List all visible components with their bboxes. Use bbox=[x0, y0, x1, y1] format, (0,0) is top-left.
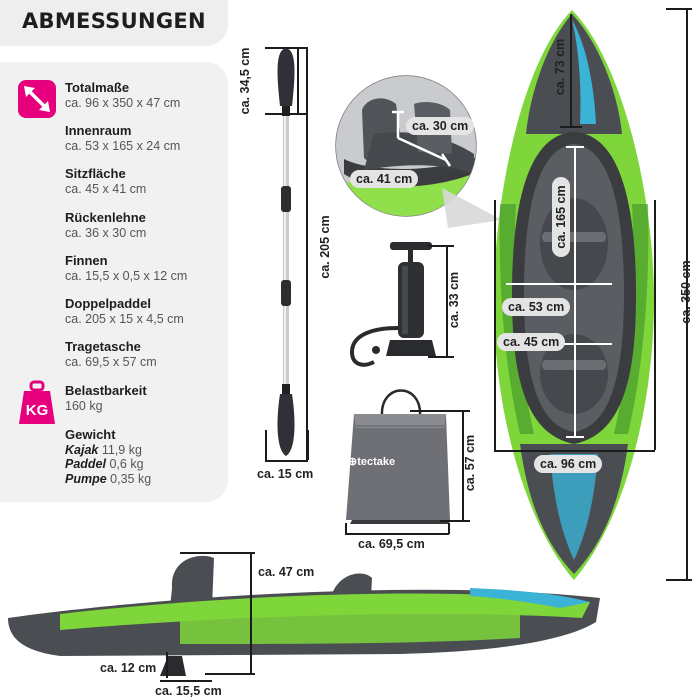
dim-line bbox=[265, 47, 307, 49]
spec-value: ca. 45 x 41 cm bbox=[65, 181, 147, 196]
spec-label: Tragetasche bbox=[65, 339, 141, 354]
dim-line bbox=[494, 200, 496, 450]
kayak-side-view bbox=[8, 555, 600, 676]
fin-height-label: ca. 12 cm bbox=[100, 661, 157, 675]
dim-line-white bbox=[566, 436, 584, 438]
spec-label: Totalmaße bbox=[65, 80, 130, 95]
title-box: ABMESSUNGEN bbox=[0, 0, 228, 46]
dim-line bbox=[570, 14, 572, 126]
weight-kg-icon: KG bbox=[18, 380, 56, 426]
spec-item-belastbarkeit: Belastbarkeit 160 kg bbox=[65, 383, 147, 413]
fin-length-label: ca. 15,5 cm bbox=[155, 684, 222, 698]
spec-label: Sitzfläche bbox=[65, 166, 126, 181]
spec-item-sitzflaeche: Sitzfläche ca. 45 x 41 cm bbox=[65, 166, 147, 196]
dim-line bbox=[297, 47, 299, 114]
paddle-blade-label: ca. 34,5 cm bbox=[238, 47, 252, 115]
dim-line bbox=[666, 579, 692, 581]
spec-label: Rückenlehne bbox=[65, 210, 146, 225]
brand-logo-icon: ⊕ bbox=[348, 456, 358, 468]
pump-height-label: ca. 33 cm bbox=[447, 271, 461, 329]
spec-value: ca. 205 x 15 x 4,5 cm bbox=[65, 311, 184, 326]
paddle-length-label: ca. 205 cm bbox=[318, 215, 332, 279]
pump-illustration bbox=[349, 242, 436, 367]
spec-item-doppelpaddel: Doppelpaddel ca. 205 x 15 x 4,5 cm bbox=[65, 296, 184, 326]
spec-label: Belastbarkeit bbox=[65, 383, 147, 398]
dim-line bbox=[306, 47, 308, 460]
spec-value: ca. 96 x 350 x 47 cm bbox=[65, 95, 181, 110]
zoom-connector bbox=[442, 188, 502, 228]
dim-line bbox=[560, 126, 582, 128]
dim-line-white bbox=[566, 146, 584, 148]
side-height-label: ca. 47 cm bbox=[258, 565, 315, 579]
spec-value: ca. 53 x 165 x 24 cm bbox=[65, 138, 181, 153]
bag-illustration bbox=[346, 389, 450, 524]
dim-line bbox=[446, 245, 448, 357]
bow-deck-label: ca. 73 cm bbox=[553, 38, 567, 96]
spec-label: Gewicht bbox=[65, 427, 116, 442]
seat-depth-label: ca. 41 cm bbox=[350, 170, 419, 188]
dim-line-white bbox=[574, 146, 576, 438]
spec-value: 160 kg bbox=[65, 398, 103, 413]
kg-badge-text: KG bbox=[26, 402, 49, 419]
interior-width-label: ca. 53 cm bbox=[502, 298, 571, 316]
dim-line bbox=[440, 520, 470, 522]
weight-row-kajak: Kajak 11,9 kg bbox=[65, 442, 142, 457]
spec-label: Innenraum bbox=[65, 123, 132, 138]
total-length-label: ca. 350 cm bbox=[679, 260, 693, 324]
dim-line bbox=[265, 430, 267, 460]
spec-label: Doppelpaddel bbox=[65, 296, 151, 311]
seat-back-width-label: ca. 30 cm bbox=[406, 117, 475, 135]
spec-item-rueckenlehne: Rückenlehne ca. 36 x 30 cm bbox=[65, 210, 147, 240]
spec-value: ca. 15,5 x 0,5 x 12 cm bbox=[65, 268, 188, 283]
paddle-width-label: ca. 15 cm bbox=[257, 467, 314, 481]
dim-line bbox=[666, 8, 692, 10]
page-title: ABMESSUNGEN bbox=[22, 9, 206, 33]
dim-line bbox=[307, 430, 309, 460]
bag-width-label: ca. 69,5 cm bbox=[358, 537, 425, 551]
dim-line bbox=[180, 552, 255, 554]
dim-line bbox=[494, 450, 655, 452]
spec-label: Finnen bbox=[65, 253, 108, 268]
dim-line bbox=[265, 460, 308, 462]
spec-item-finnen: Finnen ca. 15,5 x 0,5 x 12 cm bbox=[65, 253, 188, 283]
dim-line bbox=[410, 410, 470, 412]
dim-line bbox=[686, 8, 688, 580]
spec-item-innenraum: Innenraum ca. 53 x 165 x 24 cm bbox=[65, 123, 181, 153]
bag-brand-text: ⊕tectake bbox=[348, 456, 396, 468]
dim-line bbox=[265, 113, 307, 115]
spec-value: ca. 36 x 30 cm bbox=[65, 225, 147, 240]
dim-line-white bbox=[506, 283, 612, 285]
interior-length-label: ca. 165 cm bbox=[552, 177, 570, 257]
dim-line bbox=[345, 533, 449, 535]
dim-line bbox=[160, 680, 212, 682]
spec-item-gewicht: Gewicht Kajak 11,9 kg Paddel 0,6 kg Pump… bbox=[65, 427, 152, 486]
spec-value: ca. 69,5 x 57 cm bbox=[65, 354, 157, 369]
dim-line bbox=[654, 200, 656, 450]
spec-item-tragetasche: Tragetasche ca. 69,5 x 57 cm bbox=[65, 339, 157, 369]
dim-line bbox=[448, 523, 450, 534]
weight-row-pumpe: Pumpe 0,35 kg bbox=[65, 471, 152, 486]
dim-line bbox=[205, 673, 255, 675]
spec-item-totalmasse: Totalmaße ca. 96 x 350 x 47 cm bbox=[65, 80, 181, 110]
seat-width-label: ca. 45 cm bbox=[497, 333, 566, 351]
weight-row-paddel: Paddel 0,6 kg bbox=[65, 457, 144, 471]
bag-height-label: ca. 57 cm bbox=[463, 434, 477, 492]
dim-line bbox=[428, 245, 454, 247]
dim-line bbox=[462, 410, 464, 521]
dim-line bbox=[250, 552, 252, 674]
paddle-illustration bbox=[277, 48, 295, 456]
dim-line bbox=[166, 652, 168, 678]
dim-line bbox=[428, 356, 454, 358]
spec-panel: Totalmaße ca. 96 x 350 x 47 cm Innenraum… bbox=[0, 62, 228, 502]
dim-line bbox=[345, 523, 347, 534]
total-width-label: ca. 96 cm bbox=[534, 455, 603, 473]
resize-arrows-icon bbox=[18, 80, 56, 118]
